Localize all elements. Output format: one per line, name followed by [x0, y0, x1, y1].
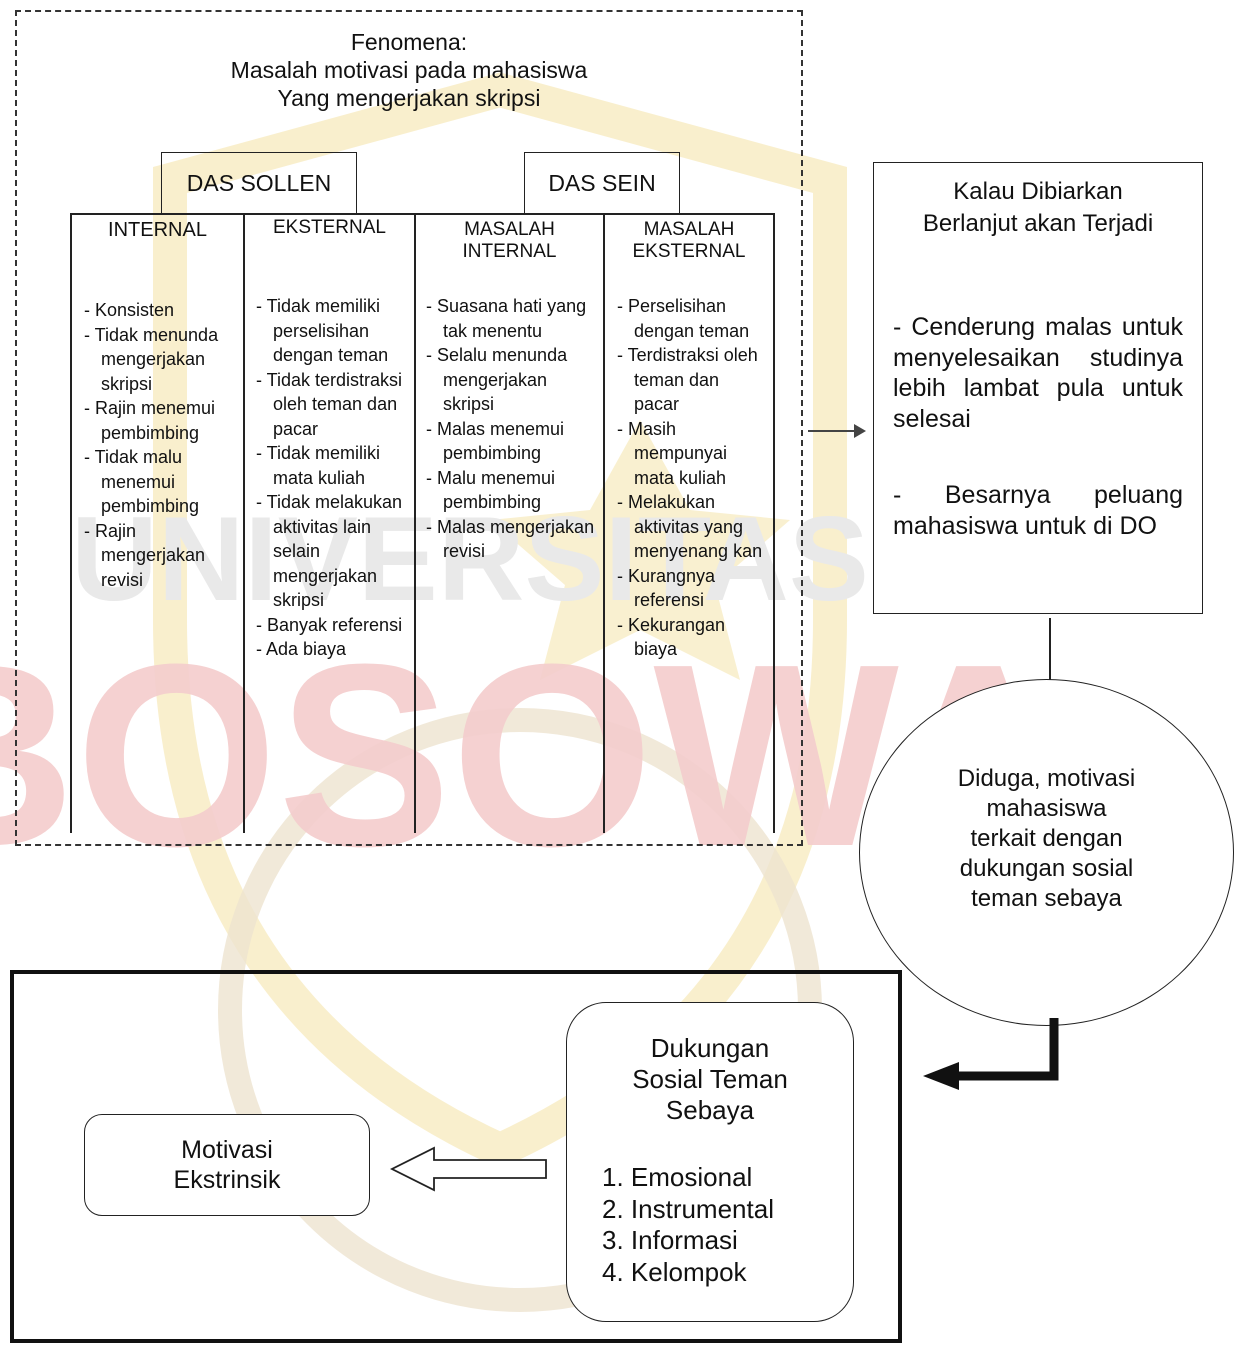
- das-sein-box: DAS SEIN: [524, 152, 680, 214]
- dukungan-list: 1. Emosional 2. Instrumental 3. Informas…: [602, 1162, 774, 1288]
- list-item: - Kekurangan biaya: [617, 614, 726, 660]
- column-divider: [773, 213, 775, 833]
- column-divider: [70, 213, 72, 833]
- list-item: - Tidak malu menemui pembimbing: [84, 447, 200, 516]
- consequence-title: Kalau Dibiarkan Berlanjut akan Terjadi: [873, 176, 1203, 240]
- header-line: MASALAH: [464, 219, 555, 240]
- motivasi-line: Motivasi: [181, 1136, 273, 1164]
- title-line: Sebaya: [665, 1095, 755, 1125]
- title-line: Dukungan: [650, 1033, 770, 1063]
- list-item: 4. Kelompok: [602, 1256, 747, 1287]
- phenomenon-line: Fenomena:: [350, 29, 468, 55]
- consequence-box: [873, 162, 1203, 614]
- list-item: - Terdistraksi oleh teman dan pacar: [617, 345, 758, 414]
- list-item: - Tidak memiliki perselisihan dengan tem…: [256, 296, 389, 365]
- motivasi-text: Motivasi Ekstrinsik: [84, 1135, 370, 1195]
- research-model-box: [10, 970, 902, 1343]
- motivasi-box: [84, 1114, 370, 1216]
- hypothesis-text: Diduga, motivasi mahasiswa terkait denga…: [899, 764, 1194, 914]
- eksternal-list: - Tidak memiliki perselisihan dengan tem…: [256, 294, 406, 662]
- list-item: - Tidak menunda mengerjakan skripsi: [84, 324, 219, 394]
- title-line: Kalau Dibiarkan: [953, 178, 1123, 205]
- list-item: 2. Instrumental: [602, 1193, 774, 1224]
- list-item: - Melakukan aktivitas yang menyenang kan: [617, 492, 763, 561]
- hypothesis-line: teman sebaya: [971, 885, 1122, 912]
- watermark-star: [490, 420, 790, 680]
- masalah-internal-list: - Suasana hati yang tak menentu - Selalu…: [426, 294, 596, 564]
- column-header-internal: INTERNAL: [72, 219, 243, 241]
- list-item: - Masih mempunyai mata kuliah: [617, 418, 728, 488]
- list-item: - Konsisten: [84, 300, 175, 320]
- dukungan-box: [566, 1002, 854, 1322]
- hypothesis-line: terkait dengan: [970, 825, 1123, 852]
- phenomenon-line: Masalah motivasi pada mahasiswa: [230, 57, 588, 83]
- list-item: - Rajin menemui pembimbing: [84, 398, 216, 443]
- list-item: - Tidak terdistraksi oleh teman dan paca…: [256, 369, 403, 439]
- consequence-point-1: - Cenderung malas untuk menyelesaikan st…: [893, 313, 1183, 433]
- list-item: - Ada biaya: [256, 639, 347, 659]
- motivasi-line: Ekstrinsik: [173, 1166, 281, 1194]
- phenomenon-title: Fenomena: Masalah motivasi pada mahasisw…: [15, 28, 803, 112]
- header-line: EKSTERNAL: [632, 241, 746, 262]
- column-header-masalah-internal: MASALAH INTERNAL: [416, 219, 603, 263]
- phenomenon-line: Yang mengerjakan skripsi: [277, 85, 541, 111]
- hypothesis-line: Diduga, motivasi: [957, 765, 1136, 792]
- watermark-word-top: UNIVERSITAS: [71, 492, 869, 626]
- phenomenon-container: [15, 10, 803, 846]
- watermark-shield: [153, 72, 847, 1169]
- list-item: - Suasana hati yang tak menentu: [426, 296, 587, 341]
- list-item: - Tidak melakukan aktivitas lain selain …: [256, 492, 403, 610]
- elbow-arrow-icon: [923, 1018, 1059, 1090]
- column-header-masalah-eksternal: MASALAH EKSTERNAL: [605, 219, 773, 263]
- svg-text:UNIVERSITAS: UNIVERSITAS: [71, 492, 869, 626]
- list-item: - Banyak referensi: [256, 614, 403, 635]
- masalah-eksternal-list: - Perselisihan dengan teman - Terdistrak…: [617, 294, 767, 662]
- list-item: 1. Emosional: [602, 1162, 753, 1192]
- list-item: - Rajin mengerjakan revisi: [84, 520, 206, 590]
- header-line: EKSTERNAL: [273, 217, 386, 238]
- list-item: - Selalu menunda mengerjakan skripsi: [426, 345, 568, 414]
- das-sollen-label: DAS SOLLEN: [186, 169, 332, 196]
- column-divider: [243, 213, 245, 833]
- list-item: - Malas mengerjakan revisi: [426, 516, 595, 562]
- dukungan-title: Dukungan Sosial Teman Sebaya: [610, 1033, 810, 1126]
- consequence-point-2: - Besarnya peluang mahasiswa untuk di DO: [893, 481, 1183, 540]
- column-divider: [603, 213, 605, 833]
- hypothesis-circle: [859, 679, 1234, 1026]
- title-line: Sosial Teman: [632, 1064, 788, 1094]
- list-item: 3. Informasi: [602, 1225, 738, 1255]
- list-item: - Malu menemui pembimbing: [426, 467, 556, 513]
- list-item: - Malas menemui pembimbing: [426, 418, 565, 464]
- arrow-right-icon: [808, 424, 866, 438]
- das-sollen-box: DAS SOLLEN: [161, 152, 357, 214]
- table-top-border: [70, 213, 774, 215]
- header-line: INTERNAL: [462, 241, 557, 262]
- header-line: INTERNAL: [108, 219, 207, 241]
- column-header-eksternal: EKSTERNAL: [245, 217, 414, 239]
- das-sein-label: DAS SEIN: [548, 169, 656, 196]
- title-line: Berlanjut akan Terjadi: [922, 210, 1154, 237]
- list-item: - Tidak memiliki mata kuliah: [256, 443, 381, 488]
- hypothesis-line: dukungan sosial: [959, 855, 1134, 882]
- list-item: - Perselisihan dengan teman: [617, 296, 750, 341]
- column-divider: [414, 213, 416, 833]
- list-item: - Kurangnya referensi: [617, 565, 716, 611]
- hypothesis-line: mahasiswa: [986, 795, 1107, 822]
- hollow-arrow-left-icon: [389, 1146, 547, 1192]
- header-line: MASALAH: [643, 219, 735, 240]
- internal-list: - Konsisten - Tidak menunda mengerjakan …: [84, 298, 234, 592]
